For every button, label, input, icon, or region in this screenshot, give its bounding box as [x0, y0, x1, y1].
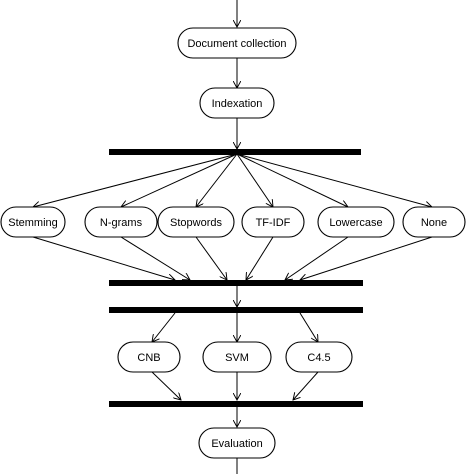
node-none: None: [402, 206, 466, 238]
node-evaluation-label: Evaluation: [211, 438, 262, 450]
fork-bar-preprocessing: [109, 149, 361, 155]
node-svm-label: SVM: [225, 352, 249, 364]
edge-fork-to-stemming: [33, 153, 238, 207]
node-lowercase-label: Lowercase: [329, 217, 382, 229]
edge-stopwords-to-join: [195, 236, 227, 280]
edge-fork-to-ngrams: [121, 153, 238, 207]
node-document-collection-label: Document collection: [187, 38, 286, 50]
node-tfidf-label: TF-IDF: [256, 217, 291, 229]
edge-fork-to-none: [236, 153, 432, 207]
edge-c45-to-join2: [293, 371, 319, 400]
node-c45: C4.5: [285, 341, 353, 373]
node-stopwords: Stopwords: [157, 206, 235, 238]
edge-fork-to-lowercase: [236, 153, 348, 207]
node-lowercase: Lowercase: [317, 206, 395, 238]
node-cnb-label: CNB: [137, 352, 160, 364]
node-document-collection: Document collection: [177, 27, 297, 59]
join-bar-classifiers: [109, 401, 363, 407]
node-ngrams: N-grams: [84, 206, 158, 238]
edge-fork-to-tfidf: [236, 153, 273, 207]
join-bar-preprocessing: [109, 280, 363, 286]
edge-fork2-to-c45: [299, 312, 318, 342]
node-indexation: Indexation: [199, 87, 275, 119]
sync-bars: [109, 149, 363, 407]
node-svm: SVM: [202, 341, 272, 373]
edge-stemming-to-join: [32, 236, 175, 280]
node-c45-label: C4.5: [307, 352, 330, 364]
edge-fork2-to-cnb: [152, 312, 176, 342]
node-cnb: CNB: [117, 341, 181, 373]
node-evaluation: Evaluation: [198, 427, 276, 459]
edge-none-to-join: [300, 236, 433, 280]
node-indexation-label: Indexation: [212, 98, 263, 110]
node-stemming: Stemming: [0, 206, 66, 238]
node-tfidf: TF-IDF: [241, 206, 305, 238]
edge-cnb-to-join2: [151, 371, 181, 400]
node-none-label: None: [421, 217, 447, 229]
edge-tfidf-to-join: [246, 236, 274, 280]
edge-fork-to-stopwords: [196, 153, 238, 207]
node-stemming-label: Stemming: [8, 217, 58, 229]
node-ngrams-label: N-grams: [100, 217, 143, 229]
edge-ngrams-to-join: [120, 236, 190, 280]
node-stopwords-label: Stopwords: [170, 217, 222, 229]
edge-lowercase-to-join: [285, 236, 349, 280]
edges: [33, 0, 432, 474]
fork-bar-classifiers: [109, 307, 363, 313]
nodes: Document collection Indexation Stemming …: [0, 27, 466, 459]
